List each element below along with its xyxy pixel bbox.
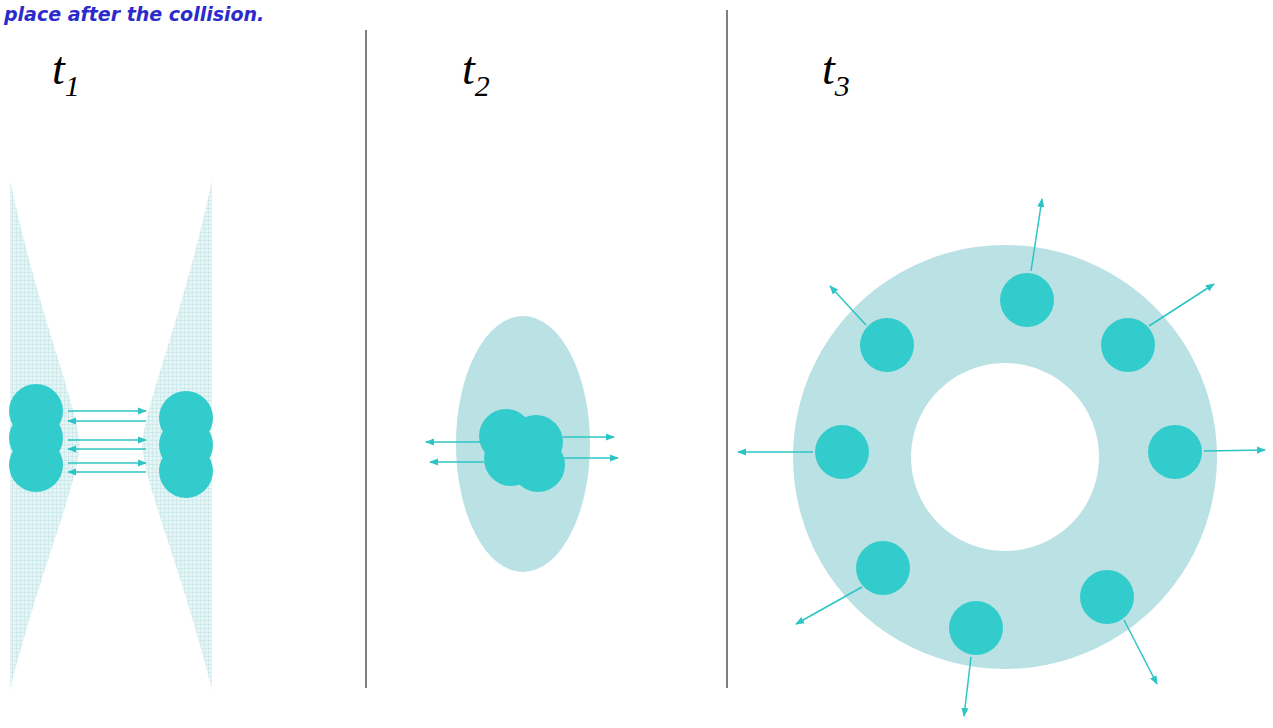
symbol-letter: t xyxy=(462,43,475,94)
panel-divider xyxy=(727,10,728,688)
fragment xyxy=(815,273,1202,655)
symbol-letter: t xyxy=(822,43,835,94)
time-label: t1 xyxy=(52,46,80,92)
subscript-index: 2 xyxy=(475,69,490,102)
expanding-ring xyxy=(793,245,1217,669)
expansion-panel xyxy=(738,199,1265,716)
motion-arrow xyxy=(426,437,618,462)
field-cloud xyxy=(10,180,80,690)
nucleus xyxy=(9,384,213,498)
motion-arrow xyxy=(68,411,146,472)
fireball-ellipse xyxy=(456,316,590,572)
subscript-index: 1 xyxy=(65,69,80,102)
panel-divider xyxy=(366,30,367,688)
subscript-index: 3 xyxy=(835,69,850,102)
nucleus xyxy=(479,409,565,492)
motion-arrow xyxy=(738,199,1265,716)
field-cloud xyxy=(142,180,212,690)
time-label: t3 xyxy=(822,46,850,92)
caption-note: place after the collision. xyxy=(4,3,264,25)
overlap-panel xyxy=(426,316,618,572)
approach-panel xyxy=(9,180,213,690)
time-label: t2 xyxy=(462,46,490,92)
symbol-letter: t xyxy=(52,43,65,94)
